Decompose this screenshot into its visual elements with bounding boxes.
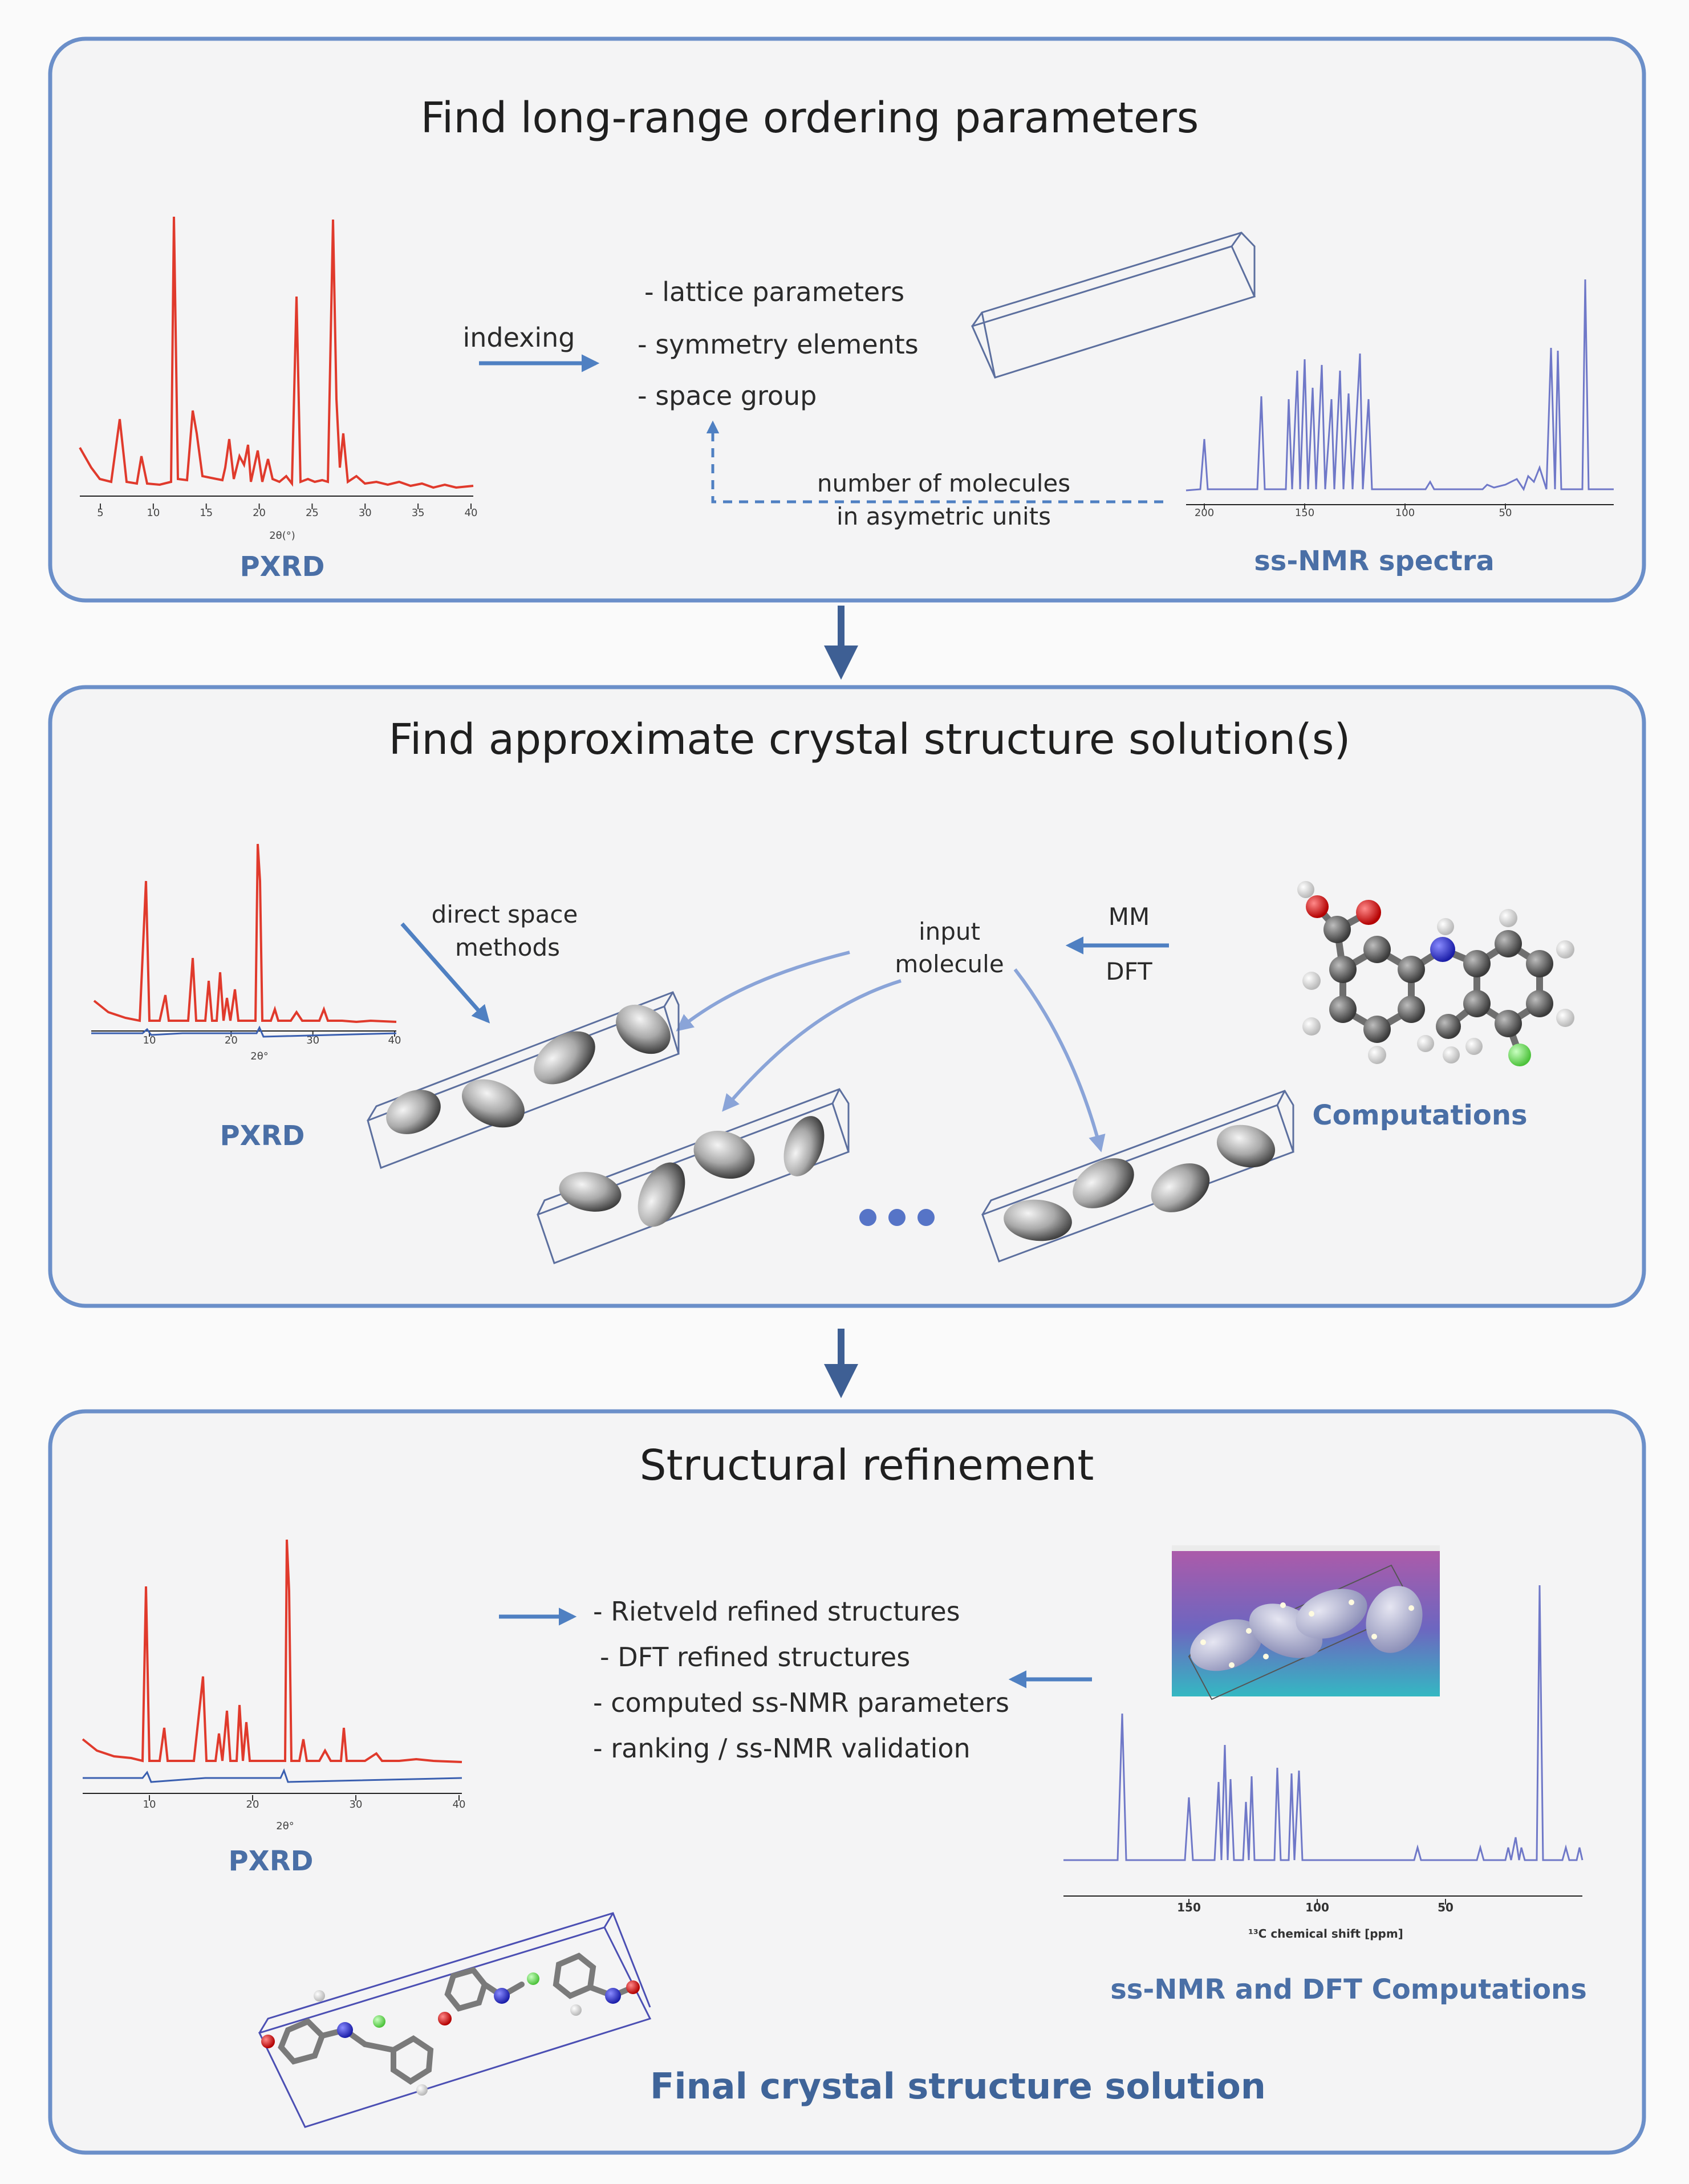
final-structure-label: Final crystal structure solution xyxy=(650,2065,1266,2107)
nmr-axis-label: ¹³C chemical shift [ppm] xyxy=(1248,1927,1403,1941)
pxrd-pattern-3: 10 20 30 40 2θ° xyxy=(82,1539,466,1832)
pxrd3-label: PXRD xyxy=(229,1845,314,1877)
nmr-spectrum-2: 150 100 50 ¹³C chemical shift [ppm] xyxy=(1063,1585,1584,1941)
nmr-spectra-label: ss-NMR spectra xyxy=(1254,545,1495,577)
axis-tick-label: 30 xyxy=(350,1799,363,1810)
pxrd1-label: PXRD xyxy=(240,551,325,583)
placement-arrow-3 xyxy=(1013,968,1106,1152)
nmr-trace-2 xyxy=(1063,1585,1584,1861)
molecule-ellipsoid xyxy=(1190,1619,1262,1671)
nmr-spectrum-1: 200 150 100 50 xyxy=(1185,279,1614,519)
pxrd1-axis-label: 2θ(°) xyxy=(269,530,295,542)
trial-cell xyxy=(981,1090,1294,1263)
direct-space-arrow xyxy=(400,922,490,1024)
axis-tick-label: 40 xyxy=(453,1799,466,1810)
molecule-ellipsoid xyxy=(386,1090,441,1134)
result-item: - computed ss-NMR parameters xyxy=(593,1687,1009,1718)
pxrd-trace-3 xyxy=(82,1539,462,1763)
molecule-ellipsoid xyxy=(1216,1125,1276,1168)
molecule-ellipsoid xyxy=(783,1116,825,1176)
axis-tick-label: 40 xyxy=(465,507,478,519)
pxrd3-axis-label: 2θ° xyxy=(276,1820,294,1832)
molecule-ellipsoid xyxy=(1366,1586,1423,1653)
axis-tick-label: 100 xyxy=(1395,507,1415,519)
molecule-ellipsoid xyxy=(638,1162,685,1227)
pxrd2-axis-label: 2θ° xyxy=(250,1050,268,1062)
axis-tick-label: 100 xyxy=(1305,1901,1329,1914)
dft-visualization xyxy=(1172,1545,1440,1700)
computations-label: Computations xyxy=(1312,1099,1527,1131)
direct-space-line2: methods xyxy=(455,933,560,961)
placement-arrow-2 xyxy=(722,979,902,1112)
input-molecule-line2: molecule xyxy=(895,950,1004,978)
unit-cell-box xyxy=(971,232,1256,379)
input-molecule-line1: input xyxy=(919,918,980,945)
molecule-ellipsoid xyxy=(693,1130,755,1179)
nmr-trace-1 xyxy=(1185,279,1614,492)
indexing-label: indexing xyxy=(463,322,575,353)
axis-tick-label: 20 xyxy=(253,507,266,519)
parameter-item: - lattice parameters xyxy=(644,277,904,307)
axis-tick-label: 10 xyxy=(147,507,160,519)
molecule-ellipsoid xyxy=(616,1004,671,1054)
placement-arrow-1 xyxy=(676,951,850,1032)
parameter-item: - symmetry elements xyxy=(638,329,919,360)
mm-label: MM xyxy=(1109,903,1150,931)
final-crystal-structure xyxy=(258,1912,652,2128)
molecule-ellipsoid xyxy=(1073,1158,1134,1208)
axis-tick-label: 15 xyxy=(200,507,213,519)
trial-cell xyxy=(537,1088,850,1264)
pxrd-pattern-1: 5 10 15 20 25 30 35 40 2θ(°) xyxy=(79,216,478,542)
axis-tick-label: 25 xyxy=(306,507,319,519)
axis-tick-label: 30 xyxy=(359,507,372,519)
axis-tick-label: 50 xyxy=(1438,1901,1453,1914)
parameter-item: - space group xyxy=(638,380,817,411)
result-item: - DFT refined structures xyxy=(600,1642,910,1672)
molecule-ellipsoid xyxy=(559,1172,622,1212)
results-list: - Rietveld refined structures - DFT refi… xyxy=(593,1596,1009,1764)
axis-tick-label: 40 xyxy=(388,1034,401,1046)
axis-tick-label: 10 xyxy=(143,1034,156,1046)
dft-label: DFT xyxy=(1106,957,1152,985)
result-item: - Rietveld refined structures xyxy=(593,1596,960,1627)
more-solutions-dots xyxy=(859,1209,935,1226)
panel-approximate-structure xyxy=(48,685,1646,1308)
panel3-title: Structural refinement xyxy=(640,1441,1094,1490)
nmr-dft-label: ss-NMR and DFT Computations xyxy=(1110,1974,1587,2006)
axis-tick-label: 50 xyxy=(1499,507,1512,519)
result-item: - ranking / ss-NMR validation xyxy=(593,1733,971,1764)
pxrd-trace-2 xyxy=(93,843,397,1024)
pxrd-trace-1 xyxy=(79,216,474,489)
molecules-note-line1: number of molecules xyxy=(817,469,1070,497)
parameters-list: - lattice parameters - symmetry elements… xyxy=(638,277,919,411)
molecule-ellipsoid xyxy=(1151,1163,1210,1212)
molecules-note-line2: in asymetric units xyxy=(837,502,1051,530)
molecule-ellipsoid xyxy=(462,1079,525,1128)
molecules-feedback-arrow xyxy=(706,420,1163,504)
panel1-title: Find long-range ordering parameters xyxy=(421,94,1199,143)
pxrd-pattern-2: 10 20 30 40 2θ° xyxy=(91,843,401,1062)
axis-tick-label: 10 xyxy=(143,1799,156,1810)
pxrd2-label: PXRD xyxy=(220,1120,305,1152)
direct-space-line1: direct space xyxy=(432,900,578,928)
axis-tick-label: 200 xyxy=(1195,507,1214,519)
ball-and-stick-molecule xyxy=(1297,881,1574,1066)
axis-tick-label: 35 xyxy=(412,507,425,519)
axis-tick-label: 20 xyxy=(225,1034,238,1046)
axis-tick-label: 20 xyxy=(246,1799,259,1810)
molecule-ellipsoid xyxy=(1004,1199,1072,1241)
axis-tick-label: 150 xyxy=(1295,507,1314,519)
axis-tick-label: 150 xyxy=(1177,1901,1201,1914)
axis-tick-label: 5 xyxy=(97,507,103,519)
molecule-ellipsoid xyxy=(534,1031,595,1085)
axis-tick-label: 30 xyxy=(306,1034,319,1046)
panel-long-range xyxy=(48,36,1646,603)
trial-cell xyxy=(367,991,680,1169)
panel2-title: Find approximate crystal structure solut… xyxy=(389,715,1351,764)
